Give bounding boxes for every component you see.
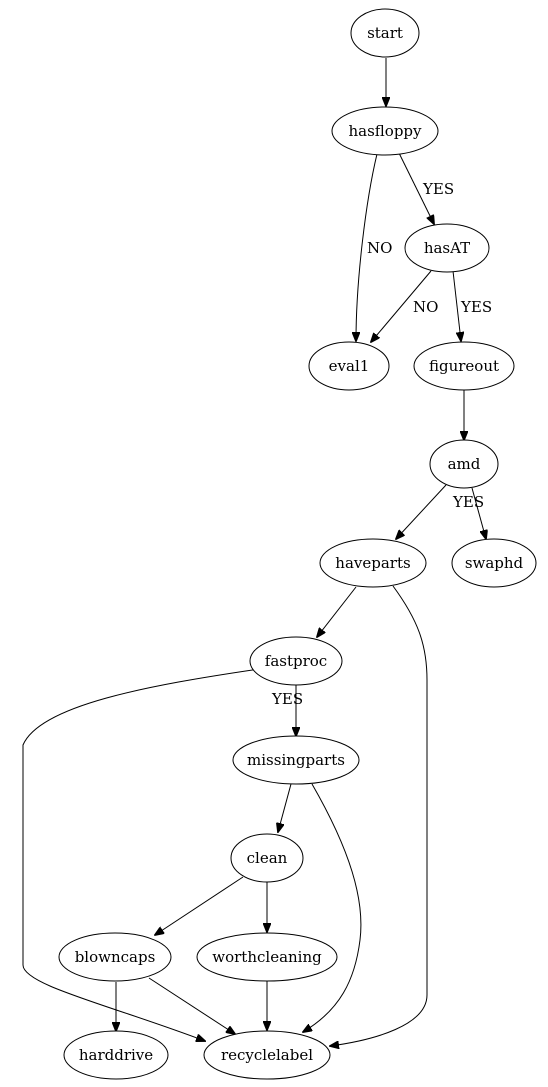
node-hasat: hasAT — [404, 223, 490, 273]
node-label: missingparts — [247, 751, 345, 769]
edge-amd-swaphd: YES — [452, 487, 486, 539]
edge-hasfloppy-hasat: YES — [398, 152, 454, 224]
edge-amd-haveparts — [396, 484, 447, 539]
node-label: haveparts — [335, 554, 410, 572]
edge-label-yes: YES — [452, 493, 484, 511]
node-haveparts: haveparts — [319, 538, 427, 588]
edge-fastproc-recyclelabel — [22, 668, 260, 1041]
node-label: eval1 — [329, 357, 370, 375]
edge-clean-blowncaps — [155, 876, 244, 935]
edge-label-yes: YES — [422, 180, 454, 198]
node-label: swaphd — [465, 554, 524, 572]
node-label: hasAT — [424, 239, 470, 257]
edge-missingparts-clean — [278, 783, 292, 832]
edge-hasfloppy-eval1: NO — [356, 153, 392, 341]
edge-fastproc-missingparts: YES — [271, 685, 303, 736]
edge-label-no: NO — [367, 239, 392, 257]
node-start: start — [350, 8, 420, 58]
node-label: figureout — [429, 357, 499, 375]
node-label: harddrive — [79, 1046, 153, 1064]
edge-label-yes: YES — [460, 298, 492, 316]
edges: NO YES NO YES YES — [22, 58, 492, 1046]
node-harddrive: harddrive — [63, 1030, 169, 1080]
node-clean: clean — [230, 833, 304, 883]
node-label: hasfloppy — [348, 122, 422, 140]
node-label: fastproc — [265, 652, 327, 670]
node-swaphd: swaphd — [451, 538, 537, 588]
edge-haveparts-recyclelabel — [330, 585, 428, 1046]
node-label: start — [367, 24, 403, 42]
node-label: blowncaps — [75, 948, 156, 966]
edge-haveparts-fastproc — [317, 586, 357, 637]
edge-missingparts-recyclelabel — [303, 783, 362, 1032]
node-recyclelabel: recyclelabel — [203, 1030, 331, 1080]
edge-hasat-figureout: YES — [452, 270, 492, 341]
node-hasfloppy: hasfloppy — [331, 106, 439, 156]
node-figureout: figureout — [413, 341, 515, 391]
edge-hasat-eval1: NO — [371, 270, 438, 342]
node-worthcleaning: worthcleaning — [196, 932, 338, 982]
node-blowncaps: blowncaps — [58, 932, 172, 982]
node-label: clean — [247, 849, 288, 867]
nodes: start hasfloppy hasAT eval1 figureout am… — [58, 8, 537, 1080]
edge-blowncaps-recyclelabel — [148, 977, 235, 1034]
node-label: amd — [448, 455, 481, 473]
node-amd: amd — [429, 439, 499, 489]
node-label: recyclelabel — [221, 1046, 313, 1064]
node-eval1: eval1 — [308, 341, 390, 391]
edge-label-yes: YES — [271, 690, 303, 708]
node-fastproc: fastproc — [249, 636, 343, 686]
edge-label-no: NO — [413, 298, 438, 316]
node-missingparts: missingparts — [232, 735, 360, 785]
node-label: worthcleaning — [212, 948, 322, 966]
